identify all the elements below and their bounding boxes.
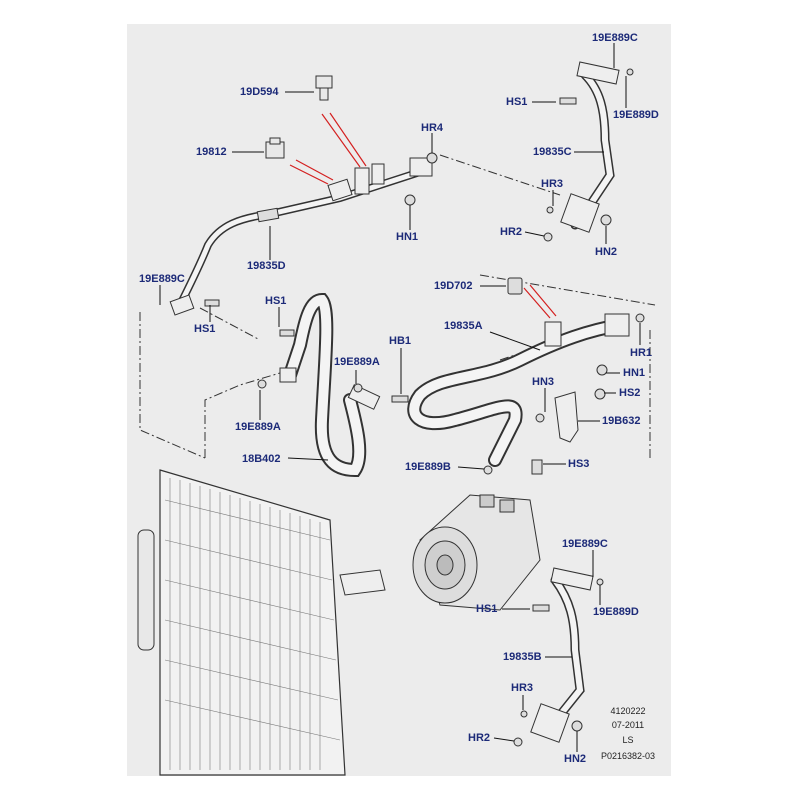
label-19d594: 19D594	[240, 86, 279, 98]
label-hr4: HR4	[421, 122, 444, 134]
label-hn3: HN3	[532, 376, 555, 388]
label-19e889d-tr: 19E889D	[613, 109, 659, 121]
sensor-19d594	[315, 75, 333, 101]
hose-19835a	[407, 313, 630, 467]
label-hb1: HB1	[389, 335, 412, 347]
switch-19812	[265, 137, 285, 159]
drawing-date: 07-2011	[611, 720, 645, 730]
label-18b402: 18B402	[242, 453, 281, 465]
label-hs1-br: HS1	[476, 603, 498, 615]
hose-19835d	[169, 157, 433, 316]
drawing-reference: P0216382-03	[600, 751, 656, 761]
label-19812: 19812	[196, 146, 227, 158]
label-19d702: 19D702	[434, 280, 473, 292]
label-19835d: 19835D	[247, 260, 286, 272]
label-hr2-br: HR2	[468, 732, 491, 744]
label-19e889d-br: 19E889D	[593, 606, 639, 618]
label-hn1-mid: HN1	[623, 367, 646, 379]
label-19835c: 19835C	[533, 146, 572, 158]
label-hn1-top: HN1	[396, 231, 419, 243]
drawing-code: 4120222	[610, 706, 646, 716]
label-19e889b: 19E889B	[405, 461, 451, 473]
compressor	[412, 494, 541, 611]
label-hr2-tr: HR2	[500, 226, 523, 238]
label-hn2-tr: HN2	[595, 246, 618, 258]
label-hs2: HS2	[619, 387, 641, 399]
pipe-19835c	[560, 61, 620, 233]
label-19835b: 19835B	[503, 651, 542, 663]
fasteners	[204, 68, 645, 747]
label-hn2-br: HN2	[564, 753, 587, 765]
red-leader-lines	[289, 112, 557, 319]
pipe-19835b	[530, 567, 594, 743]
label-19e889c-br: 19E889C	[562, 538, 608, 550]
label-hr1: HR1	[630, 347, 653, 359]
label-hs1-left: HS1	[194, 323, 216, 335]
black-leader-lines	[159, 43, 641, 752]
drawing-initials: LS	[622, 735, 634, 745]
bracket-19b632	[554, 391, 579, 443]
label-19e889c-tr: 19E889C	[592, 32, 638, 44]
label-19e889a-left: 19E889A	[235, 421, 281, 433]
label-hr3-tr: HR3	[541, 178, 564, 190]
label-19835a: 19835A	[444, 320, 483, 332]
label-hs3: HS3	[568, 458, 590, 470]
label-19e889c-left: 19E889C	[139, 273, 185, 285]
hose-18b402	[279, 292, 381, 478]
condenser	[137, 469, 386, 776]
label-hs1-mid: HS1	[265, 295, 287, 307]
cap-19d702	[507, 277, 523, 295]
label-hs1-tr: HS1	[506, 96, 528, 108]
label-19b632: 19B632	[602, 415, 641, 427]
label-hr3-br: HR3	[511, 682, 534, 694]
label-19e889a-mid: 19E889A	[334, 356, 380, 368]
